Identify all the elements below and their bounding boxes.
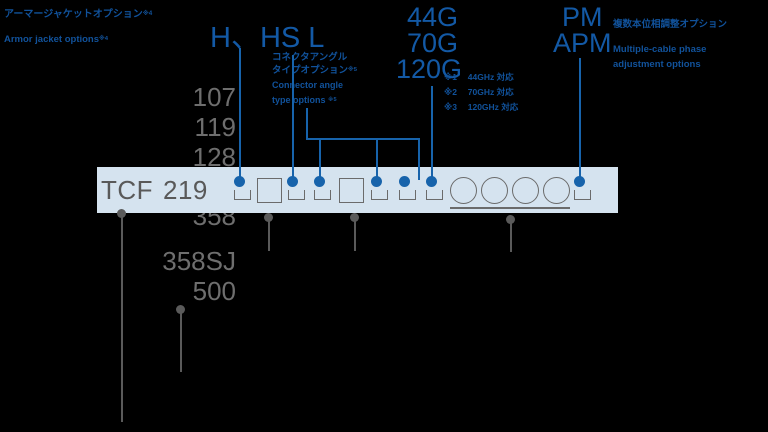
variant-500[interactable]: 500 — [192, 276, 236, 306]
leader-frequency — [431, 86, 433, 180]
connector-angle-callout-jp-2: タイプオプション※5 — [272, 65, 357, 78]
slot-square-2[interactable] — [339, 178, 364, 203]
slot-circle-4[interactable] — [543, 177, 570, 204]
footnote-3-text: 120GHz 対応 — [467, 102, 519, 112]
anchor-dot-phase-adjust — [574, 176, 585, 187]
frequency-code-70g: 70G — [407, 28, 459, 58]
connector-angle-jp-note: ※5 — [348, 66, 357, 73]
anchor-dot-variant-stack — [176, 305, 185, 314]
phase-callout-en-line2: adjustment options — [613, 59, 701, 70]
slot-circle-2[interactable] — [481, 177, 508, 204]
footnote-1: ※1 44GHz 対応 — [444, 71, 514, 83]
armor-jacket-callout: アーマージャケットオプション※4 — [4, 8, 152, 23]
variant-107[interactable]: 107 — [192, 82, 236, 112]
anchor-dot-slot-square-2 — [350, 213, 359, 222]
variant-128[interactable]: 128 — [192, 142, 236, 172]
armor-jacket-note-en: ※4 — [99, 35, 109, 42]
connector-angle-jp-line2: タイプオプション — [272, 65, 349, 76]
frequency-code-44g: 44G — [407, 2, 459, 32]
leader-connector-angle-bus — [306, 138, 420, 140]
footnote-2-mark: ※2 — [444, 87, 457, 97]
armor-jacket-note-jp: ※4 — [142, 9, 153, 17]
slot-underscore-3[interactable] — [314, 190, 331, 200]
leader-slot-square-1 — [268, 218, 270, 251]
leader-connector-angle-drop-3 — [418, 138, 420, 180]
leader-connector-angle-drop-2 — [376, 138, 378, 180]
anchor-dot-connector-angle-3 — [399, 176, 410, 187]
anchor-dot-angle-type — [287, 176, 298, 187]
footnote-1-mark: ※1 — [444, 72, 457, 82]
phase-code-pm: PM — [562, 2, 603, 32]
leader-armor-jacket — [239, 48, 241, 180]
armor-jacket-label-en: Armor jacket options — [4, 34, 100, 45]
leader-angle-type — [292, 55, 294, 180]
phase-callout-jp-text: 複数本位相調整オプション — [613, 19, 728, 30]
footnote-2: ※2 70GHz 対応 — [444, 86, 514, 98]
angle-type-code: H、HS L — [210, 22, 325, 54]
base-code-selected-variant[interactable]: 219 — [163, 175, 208, 205]
footnote-3: ※3 120GHz 対応 — [444, 101, 518, 113]
phase-callout-en-1: Multiple-cable phase — [613, 43, 706, 57]
leader-connector-angle-trunk — [306, 108, 308, 140]
leader-variant-stack — [180, 310, 182, 372]
leader-slot-square-2 — [354, 218, 356, 251]
leader-connector-angle-drop-1 — [319, 138, 321, 180]
leader-prefix — [121, 214, 123, 422]
connector-angle-en-line1: Connector angle — [272, 80, 344, 90]
armor-jacket-callout-en: Armor jacket options※4 — [4, 33, 108, 47]
anchor-dot-connector-angle-1 — [314, 176, 325, 187]
leader-circle-group — [510, 220, 512, 252]
connector-angle-callout-en-2: type options ※5 — [272, 95, 337, 107]
phase-code-apm: APM — [553, 28, 612, 58]
connector-angle-en-note: ※5 — [328, 97, 337, 104]
phase-callout-jp: 複数本位相調整オプション — [613, 18, 727, 32]
footnote-2-text: 70GHz 対応 — [467, 87, 514, 97]
variant-119[interactable]: 119 — [194, 112, 236, 142]
circle-group-underline — [450, 207, 570, 209]
variant-358sj[interactable]: 358SJ — [162, 246, 236, 276]
slot-underscore-7[interactable] — [574, 190, 591, 200]
anchor-dot-prefix — [117, 209, 126, 218]
base-code-prefix: TCF — [101, 175, 154, 205]
slot-underscore-4[interactable] — [371, 190, 388, 200]
slot-underscore-6[interactable] — [426, 190, 443, 200]
connector-angle-en-line2: type options — [272, 95, 326, 105]
slot-underscore-2[interactable] — [288, 190, 305, 200]
anchor-dot-slot-square-1 — [264, 213, 273, 222]
slot-underscore-5[interactable] — [399, 190, 416, 200]
leader-phase-adjust — [579, 58, 581, 180]
connector-angle-callout-jp-1: コネクタアングル — [272, 52, 347, 65]
footnote-3-mark: ※3 — [444, 102, 457, 112]
slot-circle-1[interactable] — [450, 177, 477, 204]
slot-square-1[interactable] — [257, 178, 282, 203]
anchor-dot-circle-group — [506, 215, 515, 224]
slot-underscore-1[interactable] — [234, 190, 251, 200]
footnote-1-text: 44GHz 対応 — [467, 72, 514, 82]
anchor-dot-frequency — [426, 176, 437, 187]
armor-jacket-label-jp: アーマージャケットオプション — [4, 9, 143, 20]
frequency-code-120g: 120G — [396, 54, 463, 84]
anchor-dot-connector-angle-2 — [371, 176, 382, 187]
phase-callout-en-2: adjustment options — [613, 58, 701, 72]
connector-angle-jp-line1: コネクタアングル — [272, 52, 348, 63]
anchor-dot-armor-jacket — [234, 176, 245, 187]
connector-angle-callout-en-1: Connector angle — [272, 80, 343, 92]
slot-circle-3[interactable] — [512, 177, 539, 204]
phase-callout-en-line1: Multiple-cable phase — [613, 44, 707, 55]
